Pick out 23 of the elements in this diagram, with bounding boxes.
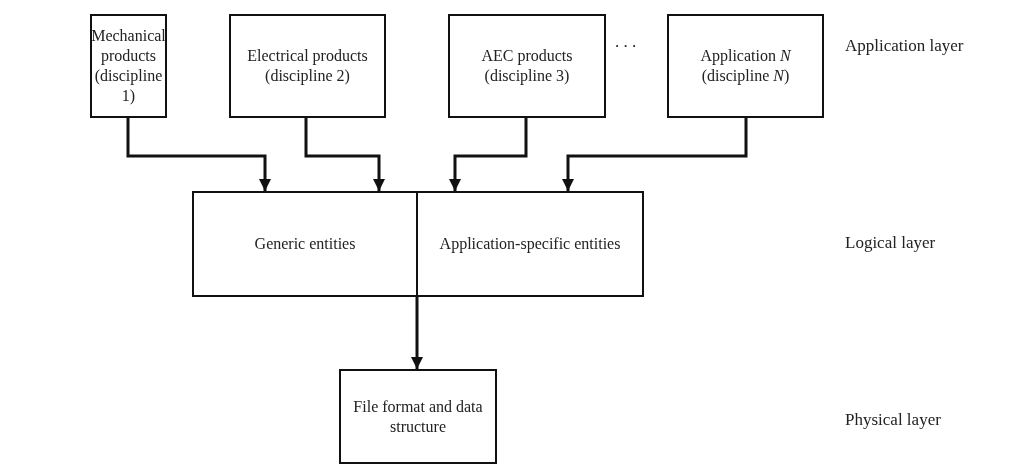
box-label: AEC products (discipline 3): [480, 46, 574, 86]
layer-label: Application layer: [845, 36, 964, 56]
arrow: [562, 118, 748, 191]
box-label: Generic entities: [253, 234, 357, 254]
process-box: [339, 369, 497, 464]
layer-label: Physical layer: [845, 410, 941, 430]
process-box: [90, 14, 167, 118]
box-label: Application-specific entities: [438, 234, 622, 254]
process-box: [416, 191, 644, 297]
box-label: Application N (discipline N): [699, 46, 793, 86]
arrow: [126, 118, 271, 191]
ellipsis: . . .: [615, 32, 637, 52]
layer-label: Logical layer: [845, 233, 936, 253]
process-box: [667, 14, 824, 118]
arrow: [449, 118, 528, 191]
process-box: [192, 191, 418, 297]
arrow: [304, 118, 385, 191]
box-label: Mechanical products (discipline 1): [90, 26, 167, 106]
process-box: [448, 14, 606, 118]
box-label: Electrical products (discipline 2): [246, 46, 369, 86]
box-label: File format and data structure: [352, 396, 484, 437]
arrow: [411, 297, 423, 369]
process-box: [229, 14, 386, 118]
